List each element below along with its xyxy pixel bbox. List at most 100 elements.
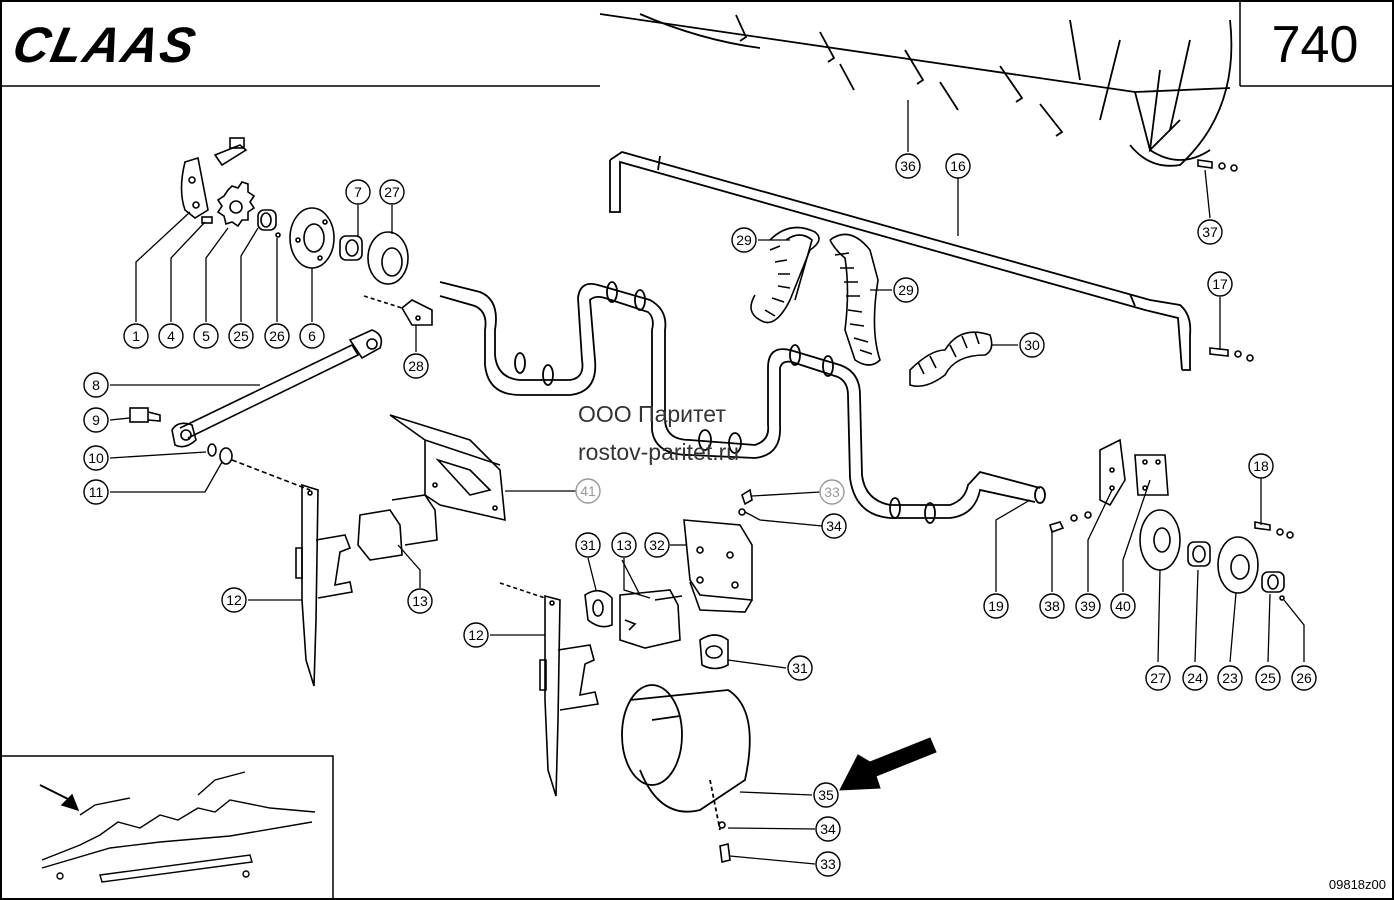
- callout-label: 10: [88, 450, 104, 466]
- page-number: 740: [1271, 16, 1359, 74]
- callout-c27a: 27: [379, 179, 405, 205]
- callout-label: 25: [1260, 670, 1276, 686]
- cross-bar: [609, 151, 1192, 371]
- callout-label: 31: [792, 660, 808, 676]
- callout-circle: [819, 479, 845, 505]
- callout-c16: 16: [945, 153, 971, 179]
- callout-label: 25: [233, 328, 249, 344]
- callout-label: 28: [408, 358, 424, 374]
- callout-label: 6: [308, 328, 316, 344]
- claas-logo: CLAAS: [8, 17, 203, 73]
- callout-circle: [221, 587, 247, 613]
- callout-circle: [379, 179, 405, 205]
- callout-c31b: 31: [787, 655, 813, 681]
- callout-label: 41: [580, 483, 596, 499]
- callout-label: 12: [226, 592, 242, 608]
- callout-c5: 5: [193, 323, 219, 349]
- bent-tube-upper: [439, 281, 1046, 524]
- callout-c38: 38: [1039, 593, 1065, 619]
- callout-c34b: 34: [815, 816, 841, 842]
- knife-bars: [295, 483, 599, 797]
- callout-circle: [575, 478, 601, 504]
- callout-c7: 7: [345, 179, 371, 205]
- callout-c29a: 29: [731, 227, 757, 253]
- callout-c9: 9: [83, 407, 109, 433]
- callout-label: 4: [167, 328, 175, 344]
- callout-c36: 36: [895, 153, 921, 179]
- callout-label: 11: [89, 484, 104, 500]
- callout-circle: [1197, 219, 1223, 245]
- direction-arrow: [839, 737, 937, 791]
- callout-circle: [1075, 593, 1101, 619]
- corrugated-hoses: [750, 226, 993, 388]
- callout-c12a: 12: [221, 587, 247, 613]
- callout-c24: 24: [1182, 665, 1208, 691]
- callout-circle: [1248, 453, 1274, 479]
- callout-label: 24: [1187, 670, 1203, 686]
- callout-label: 34: [826, 518, 842, 534]
- callout-label: 36: [900, 158, 916, 174]
- callout-c41: 41: [575, 478, 601, 504]
- callout-circle: [345, 179, 371, 205]
- callout-label: 18: [1253, 458, 1269, 474]
- callout-circle: [1291, 665, 1317, 691]
- right-bearing-parts: [718, 159, 1294, 863]
- callout-label: 33: [824, 484, 840, 500]
- callout-label: 17: [1212, 276, 1228, 292]
- callout-c6: 6: [299, 323, 325, 349]
- callout-circle: [813, 782, 839, 808]
- left-bearing-parts: [180, 137, 433, 326]
- callout-label: 13: [412, 593, 428, 609]
- callout-label: 23: [1222, 670, 1238, 686]
- callout-c10: 10: [83, 445, 109, 471]
- callout-label: 12: [468, 627, 484, 643]
- callout-c12b: 12: [463, 622, 489, 648]
- callout-circle: [787, 655, 813, 681]
- callout-c25a: 25: [228, 323, 254, 349]
- callout-label: 19: [988, 598, 1004, 614]
- callout-c23: 23: [1217, 665, 1243, 691]
- callout-label: 27: [384, 184, 400, 200]
- callout-c25b: 25: [1255, 665, 1281, 691]
- callout-c26b: 26: [1291, 665, 1317, 691]
- callout-circle: [611, 532, 637, 558]
- callout-circle: [83, 372, 109, 398]
- leader-lines: [109, 100, 1305, 865]
- callout-c35: 35: [813, 782, 839, 808]
- callout-c11: 11: [83, 479, 109, 505]
- callout-circle: [893, 277, 919, 303]
- callout-c40: 40: [1110, 593, 1136, 619]
- callout-label: 39: [1080, 598, 1096, 614]
- callout-c31a: 31: [575, 532, 601, 558]
- callout-circle: [815, 851, 841, 877]
- callout-circle: [644, 532, 670, 558]
- callout-circle: [1182, 665, 1208, 691]
- callout-label: 13: [616, 537, 632, 553]
- watermark-url: rostov-paritet.ru: [578, 439, 740, 465]
- callout-circle: [158, 323, 184, 349]
- callout-circle: [1217, 665, 1243, 691]
- callout-circle: [83, 407, 109, 433]
- callout-c28: 28: [403, 353, 429, 379]
- callout-circle: [575, 532, 601, 558]
- callout-circle: [983, 593, 1009, 619]
- callout-label: 26: [269, 328, 285, 344]
- callout-c30: 30: [1019, 332, 1045, 358]
- callout-label: 29: [898, 282, 914, 298]
- callout-label: 9: [92, 412, 100, 428]
- callout-circle: [83, 445, 109, 471]
- callout-c13a: 13: [407, 588, 433, 614]
- callout-c4: 4: [158, 323, 184, 349]
- callout-circle: [407, 588, 433, 614]
- callout-circle: [1145, 665, 1171, 691]
- callout-circle: [264, 323, 290, 349]
- callout-c33b: 33: [815, 851, 841, 877]
- callout-c29b: 29: [893, 277, 919, 303]
- callout-label: 38: [1044, 598, 1060, 614]
- callout-c19: 19: [983, 593, 1009, 619]
- callout-c18: 18: [1248, 453, 1274, 479]
